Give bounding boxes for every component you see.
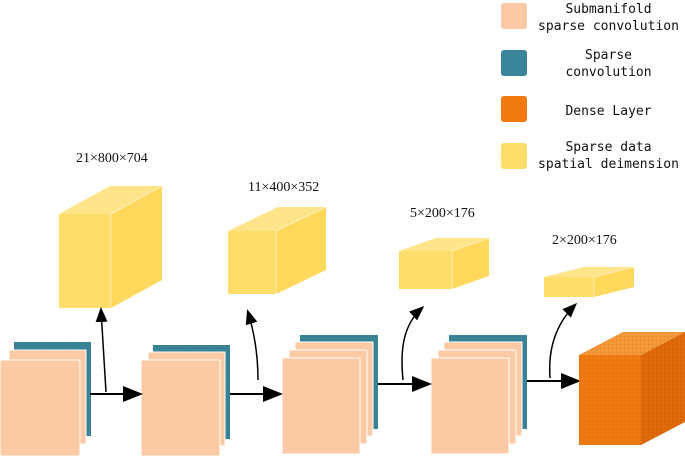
legend-swatch-dense <box>501 96 527 122</box>
dimension-label-2: 11×400×352 <box>248 180 320 195</box>
sparse-data-cube-1 <box>59 185 163 308</box>
curved-arrow-3 <box>401 305 425 381</box>
legend-label-sparse-data: Sparse data spatial deimension <box>538 140 679 172</box>
dense-layer-cube <box>579 332 685 445</box>
sparse-data-cube-4 <box>544 266 635 297</box>
conv-stack-1 <box>0 342 91 456</box>
conv-stack-4 <box>430 335 527 455</box>
dimension-label-1: 21×800×704 <box>76 151 148 166</box>
legend-swatch-submanifold <box>501 3 527 29</box>
dimension-label-3: 5×200×176 <box>410 206 475 221</box>
legend-swatch-sparse <box>501 50 527 76</box>
sparse-data-cube-2 <box>228 206 327 294</box>
curved-arrow-1 <box>95 307 108 393</box>
legend-label-dense: Dense Layer <box>565 104 652 119</box>
legend-label-sparse: Sparse convolution <box>565 48 652 80</box>
sparse-data-cube-3 <box>399 237 490 289</box>
legend-label-submanifold: Submanifold sparse convolution <box>538 2 679 34</box>
legend-swatch-sparse-data <box>501 143 527 169</box>
conv-stack-2 <box>140 345 230 456</box>
curved-arrow-2 <box>245 309 259 381</box>
conv-stack-3 <box>281 335 378 455</box>
dimension-label-4: 2×200×176 <box>552 233 617 248</box>
curved-arrow-4 <box>548 302 578 379</box>
